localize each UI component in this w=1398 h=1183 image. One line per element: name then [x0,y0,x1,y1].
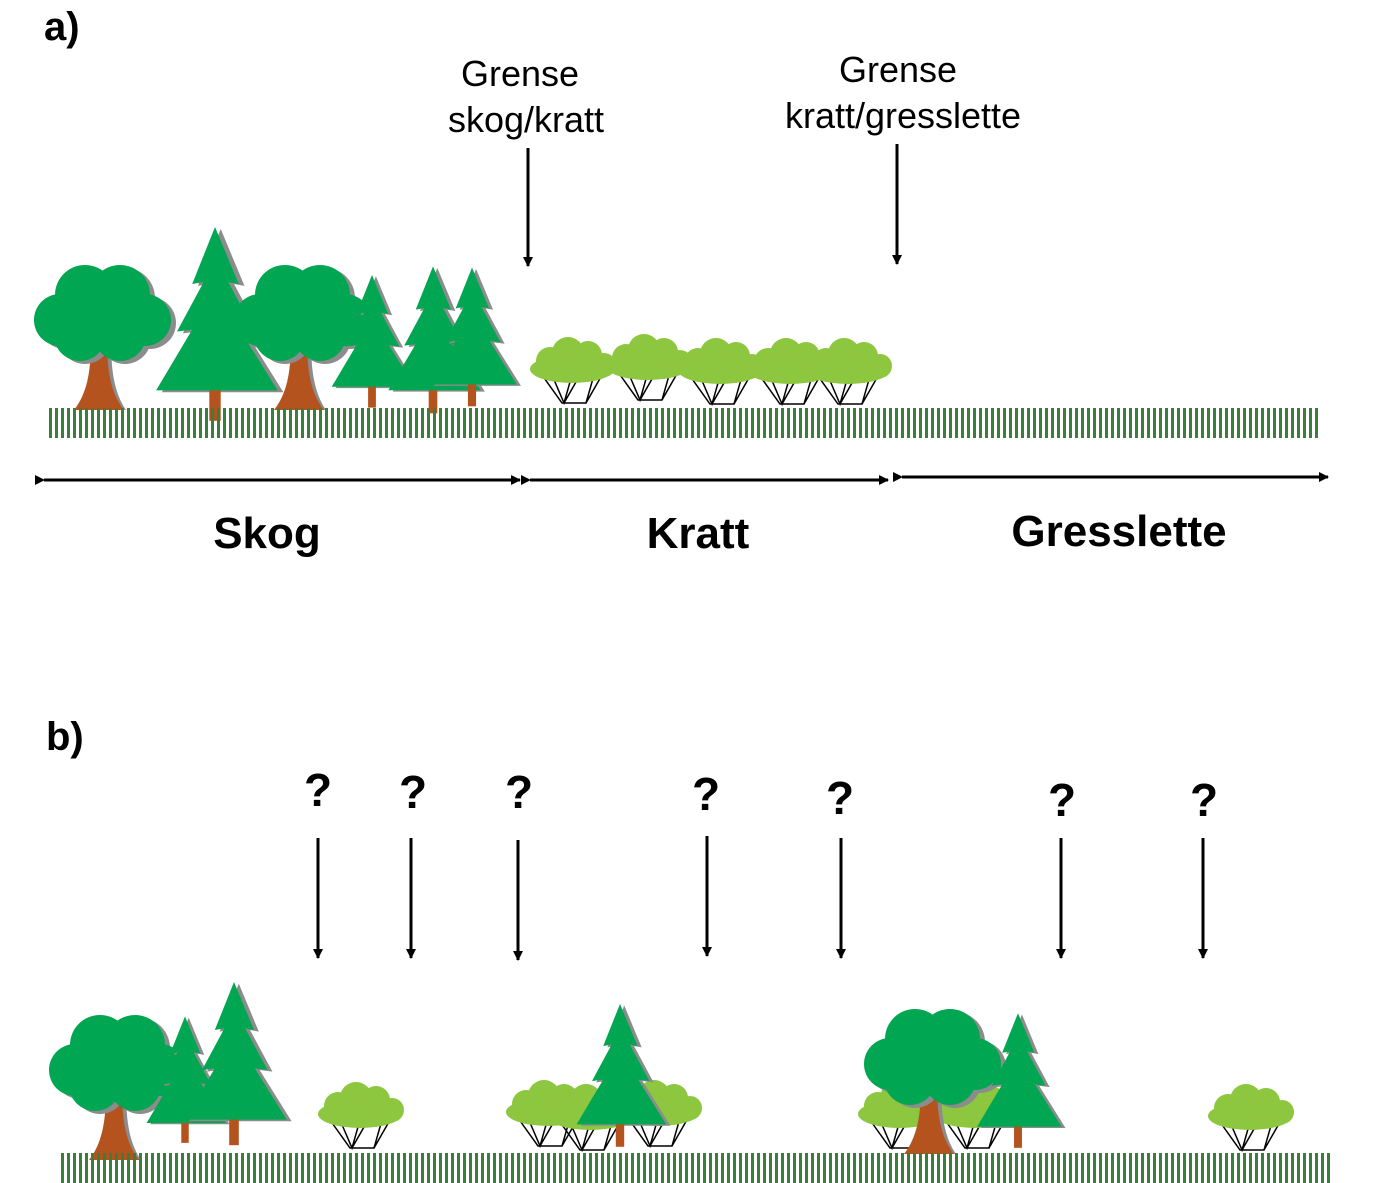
boundary-scrub-grassland-line2: kratt/gresslette [785,95,1021,136]
boundary-forest-scrub-line2: skog/kratt [448,99,604,140]
question-mark: ? [399,766,427,818]
panel-b-label: b) [46,715,84,759]
boundary-scrub-grassland-line1: Grense [839,49,957,90]
forest-group-a [34,226,521,421]
question-mark: ? [1190,774,1218,826]
question-mark: ? [1048,774,1076,826]
zone-label-forest: Skog [213,509,321,558]
panel-a-label: a) [44,5,80,49]
question-mark: ? [826,772,854,824]
boundary-forest-scrub-line1: Grense [461,53,579,94]
question-mark: ? [505,766,533,818]
conifer-tree-icon [576,1004,671,1147]
question-mark: ? [692,768,720,820]
grass-strip-icon [58,1153,1332,1183]
shrub-icon [805,337,893,405]
grass-strip-icon [48,408,1320,438]
shrub-icon [1207,1083,1295,1151]
shrub-group-a [529,333,893,405]
mosaic-vegetation-b [49,982,1295,1160]
question-arrows: ? ? ? ? ? ? ? [304,764,1218,961]
question-mark: ? [304,764,332,816]
deciduous-tree-icon [34,265,176,410]
shrub-icon [529,336,617,404]
zone-label-scrub: Kratt [647,509,750,558]
shrub-icon [317,1081,405,1149]
zone-label-grassland: Gresslette [1011,507,1226,556]
